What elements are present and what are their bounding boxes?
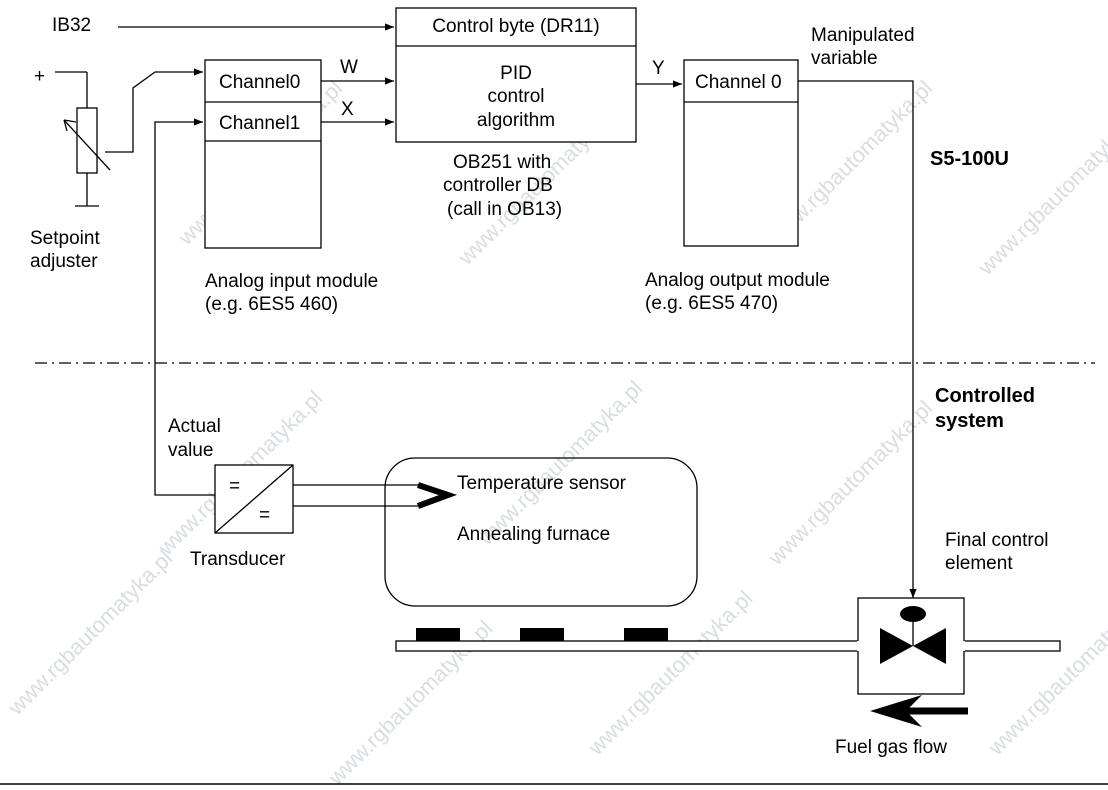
channel1-input-label: Channel1 <box>219 113 301 134</box>
transducer-eq-top: = <box>229 476 241 497</box>
control-byte-label: Control byte (DR11) <box>432 16 600 37</box>
actual-value-line <box>154 118 215 496</box>
pid-label-3: algorithm <box>476 110 556 131</box>
setpoint-label-1: Setpoint <box>30 228 100 249</box>
analog-output-module <box>683 59 799 247</box>
manipulated-variable-line <box>798 80 917 598</box>
analog-input-module <box>204 59 322 249</box>
final-control-label-1: Final control <box>945 530 1049 551</box>
annealing-furnace-label: Annealing furnace <box>457 524 611 545</box>
transducer-symbol <box>214 464 294 534</box>
analog-output-label-1: Analog output module <box>645 270 830 291</box>
pid-label-2: control <box>487 86 545 107</box>
fuel-gas-pipe <box>395 640 1061 652</box>
actual-value-label-1: Actual <box>168 416 221 437</box>
temperature-sensor-label: Temperature sensor <box>457 473 626 494</box>
setpoint-label-2: adjuster <box>30 251 98 272</box>
pid-label-1: PID <box>500 63 532 84</box>
manipulated-variable-label-2: variable <box>811 48 878 69</box>
fuel-gas-flow-label: Fuel gas flow <box>835 737 947 758</box>
transducer-label: Transducer <box>190 549 286 570</box>
plus-label: + <box>34 66 46 87</box>
pid-controller-box <box>395 7 637 143</box>
setpoint-adjuster-symbol <box>63 72 111 207</box>
burner <box>520 628 564 641</box>
actual-value-label-2: value <box>168 440 214 461</box>
annealing-furnace <box>384 457 698 607</box>
burner <box>624 628 668 641</box>
analog-input-label-1: Analog input module <box>205 271 379 292</box>
channel0-input-label: Channel0 <box>219 72 301 93</box>
s5-100u-label: S5-100U <box>930 148 1009 170</box>
analog-output-label-2: (e.g. 6ES5 470) <box>645 293 779 314</box>
ob251-label-1: OB251 with <box>453 152 552 173</box>
final-control-label-2: element <box>945 553 1013 574</box>
w-label: W <box>340 57 358 78</box>
final-control-element <box>857 597 965 695</box>
analog-input-label-2: (e.g. 6ES5 460) <box>205 294 339 315</box>
manipulated-variable-label-1: Manipulated <box>811 25 915 46</box>
burner <box>416 628 460 641</box>
ob251-label-3: (call in OB13) <box>447 199 563 220</box>
ib32-label: IB32 <box>52 15 92 36</box>
controlled-system-label-2: system <box>935 410 1004 432</box>
x-label: X <box>341 99 354 120</box>
setpoint-signal-line <box>105 68 203 153</box>
fuel-gas-flow-arrowhead <box>870 695 922 727</box>
temperature-sensor-tip <box>416 482 458 509</box>
y-label: Y <box>652 58 665 79</box>
controlled-system-label-1: Controlled <box>935 385 1035 407</box>
ob251-label-2: controller DB <box>443 175 553 196</box>
transducer-eq-bottom: = <box>259 505 271 526</box>
channel0-output-label: Channel 0 <box>695 72 782 93</box>
